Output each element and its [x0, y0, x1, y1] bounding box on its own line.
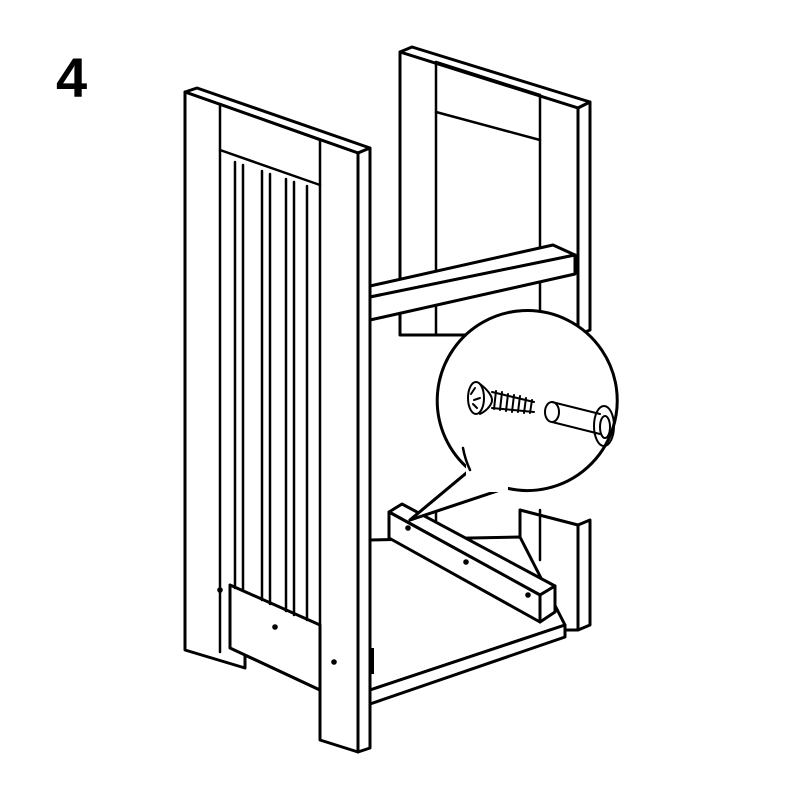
- detail-callout: [408, 309, 619, 522]
- screw: [467, 381, 535, 415]
- rail-hole: [463, 559, 469, 565]
- top-back-rail: [368, 243, 577, 322]
- panel-hole: [272, 624, 278, 630]
- step-number: 4: [56, 46, 88, 109]
- bracket: [369, 648, 374, 674]
- bottom-rail: [387, 502, 557, 624]
- front-side-panel: [183, 86, 374, 754]
- rail-hole: [405, 525, 411, 531]
- panel-hole: [331, 659, 337, 665]
- panel-hole: [217, 587, 223, 593]
- rail-hole: [525, 592, 531, 598]
- cam-dowel: [544, 401, 615, 447]
